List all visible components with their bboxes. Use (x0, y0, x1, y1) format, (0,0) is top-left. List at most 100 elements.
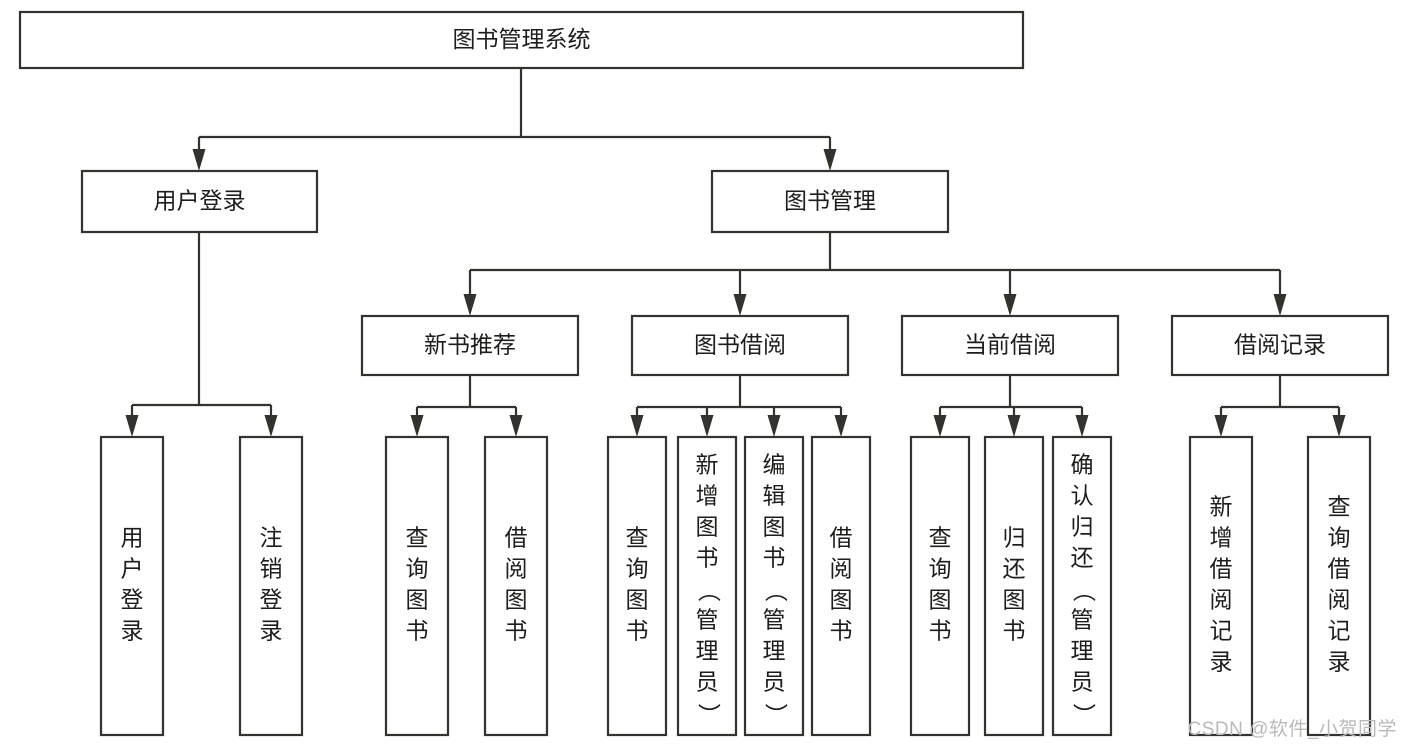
node-box-leaf-borrow-book-recommend[interactable] (483, 435, 549, 737)
node-box-leaf-add-book[interactable] (676, 435, 738, 737)
node-label-leaf-query-book-borrow-char-0: 查 (626, 525, 649, 551)
node-label-leaf-borrow-book-recommend-char-0: 借 (505, 525, 528, 551)
node-box-borrow-record[interactable] (1170, 314, 1390, 377)
node-label-leaf-edit-book-char-5: 管 (763, 607, 786, 633)
node-new-book-recommend[interactable]: 新书推荐 (360, 314, 580, 377)
node-label-leaf-query-book-recommend-char-2: 图 (406, 587, 429, 613)
borrow-drop-3-arrowhead (834, 415, 848, 437)
record-drop-0-arrowhead (1214, 415, 1228, 437)
node-label-current-borrow: 当前借阅 (964, 332, 1056, 358)
node-box-leaf-user-logout[interactable] (238, 435, 304, 737)
node-box-leaf-user-login[interactable] (99, 435, 165, 737)
node-box-user-login[interactable] (80, 169, 319, 234)
root-drop-1-arrowhead (823, 149, 837, 171)
node-label-leaf-confirm-return-char-2: 归 (1071, 514, 1094, 540)
node-label-leaf-edit-book-char-2: 图 (763, 514, 786, 540)
node-user-login[interactable]: 用户登录 (80, 169, 319, 234)
node-label-leaf-confirm-return-char-3: 还 (1071, 545, 1094, 571)
node-label-leaf-borrow-book-recommend-char-1: 阅 (505, 556, 528, 582)
node-label-leaf-edit-book-char-8: ） (763, 703, 789, 726)
node-root[interactable]: 图书管理系统 (18, 10, 1025, 70)
node-label-leaf-return-book-char-3: 书 (1003, 618, 1026, 644)
node-box-leaf-query-book-borrow[interactable] (606, 435, 668, 737)
node-box-root[interactable] (18, 10, 1025, 70)
node-label-leaf-add-book-char-6: 理 (696, 638, 719, 664)
node-book-manage[interactable]: 图书管理 (710, 169, 950, 234)
node-label-leaf-borrow-book-char-3: 书 (830, 618, 853, 644)
connector-layer (125, 68, 1346, 437)
root-drop-0-arrowhead (192, 149, 206, 171)
node-box-leaf-add-borrow-record[interactable] (1188, 435, 1254, 737)
node-label-leaf-query-book-current-char-2: 图 (929, 587, 952, 613)
user-login-drop-0-arrowhead (125, 415, 139, 437)
node-label-book-manage: 图书管理 (784, 188, 876, 214)
node-label-leaf-borrow-book-recommend-char-2: 图 (505, 587, 528, 613)
node-label-leaf-user-logout-char-2: 登 (260, 587, 283, 613)
recommend-drop-1-arrowhead (509, 415, 523, 437)
node-label-borrow-record: 借阅记录 (1234, 332, 1326, 358)
node-label-leaf-query-borrow-record-char-4: 记 (1328, 618, 1351, 644)
node-current-borrow[interactable]: 当前借阅 (900, 314, 1120, 377)
node-label-leaf-add-book-char-0: 新 (696, 452, 719, 478)
book-manage-drop-0-arrowhead (463, 294, 477, 316)
node-label-user-login: 用户登录 (154, 188, 246, 214)
node-label-leaf-add-book-char-4: （ (696, 579, 722, 602)
node-label-new-book-recommend: 新书推荐 (424, 332, 516, 358)
node-label-leaf-confirm-return-char-1: 认 (1071, 483, 1094, 509)
node-label-leaf-confirm-return-char-5: 管 (1071, 607, 1094, 633)
node-label-leaf-add-borrow-record-char-0: 新 (1210, 494, 1233, 520)
node-label-leaf-return-book-char-1: 还 (1003, 556, 1026, 582)
node-label-leaf-query-book-recommend-char-1: 询 (406, 556, 429, 582)
recommend-drop-0-arrowhead (410, 415, 424, 437)
node-label-leaf-query-book-current-char-1: 询 (929, 556, 952, 582)
node-label-leaf-edit-book-char-3: 书 (763, 545, 786, 571)
node-box-leaf-query-book-recommend[interactable] (384, 435, 450, 737)
node-label-leaf-query-borrow-record-char-5: 录 (1328, 649, 1351, 675)
node-box-leaf-borrow-book[interactable] (810, 435, 872, 737)
node-box-leaf-return-book[interactable] (983, 435, 1045, 737)
node-label-leaf-edit-book-char-6: 理 (763, 638, 786, 664)
node-borrow-record[interactable]: 借阅记录 (1170, 314, 1390, 377)
node-box-book-manage[interactable] (710, 169, 950, 234)
node-box-leaf-edit-book[interactable] (743, 435, 805, 737)
node-label-leaf-borrow-book-recommend-char-3: 书 (505, 618, 528, 644)
book-manage-drop-3-arrowhead (1273, 294, 1287, 316)
node-label-leaf-query-borrow-record-char-0: 查 (1328, 494, 1351, 520)
node-label-leaf-user-login-char-1: 户 (121, 556, 144, 582)
node-box-current-borrow[interactable] (900, 314, 1120, 377)
node-label-leaf-query-borrow-record-char-3: 阅 (1328, 587, 1351, 613)
node-label-leaf-edit-book-char-4: （ (763, 579, 789, 602)
node-label-leaf-borrow-book-char-2: 图 (830, 587, 853, 613)
csdn-watermark: CSDN @软件_小贺同学 (1187, 719, 1397, 740)
node-label-leaf-confirm-return-char-6: 理 (1071, 638, 1094, 664)
node-box-new-book-recommend[interactable] (360, 314, 580, 377)
node-box-leaf-query-book-current[interactable] (909, 435, 971, 737)
node-label-book-borrow: 图书借阅 (694, 332, 786, 358)
node-label-leaf-borrow-book-char-1: 阅 (830, 556, 853, 582)
node-box-leaf-query-borrow-record[interactable] (1306, 435, 1372, 737)
node-label-leaf-user-logout-char-0: 注 (260, 525, 283, 551)
node-label-leaf-add-borrow-record-char-5: 录 (1210, 649, 1233, 675)
node-box-book-borrow[interactable] (630, 314, 850, 377)
borrow-drop-0-arrowhead (630, 415, 644, 437)
node-label-leaf-confirm-return-char-0: 确 (1071, 452, 1094, 478)
node-label-leaf-query-book-borrow-char-3: 书 (626, 618, 649, 644)
node-label-leaf-add-book-char-2: 图 (696, 514, 719, 540)
node-box-leaf-confirm-return[interactable] (1051, 435, 1113, 737)
node-book-borrow[interactable]: 图书借阅 (630, 314, 850, 377)
node-layer: 图书管理系统用户登录图书管理新书推荐图书借阅当前借阅借阅记录用户登录注销登录查询… (18, 10, 1390, 737)
node-leaf-user-login[interactable]: 用户登录 (99, 435, 165, 737)
